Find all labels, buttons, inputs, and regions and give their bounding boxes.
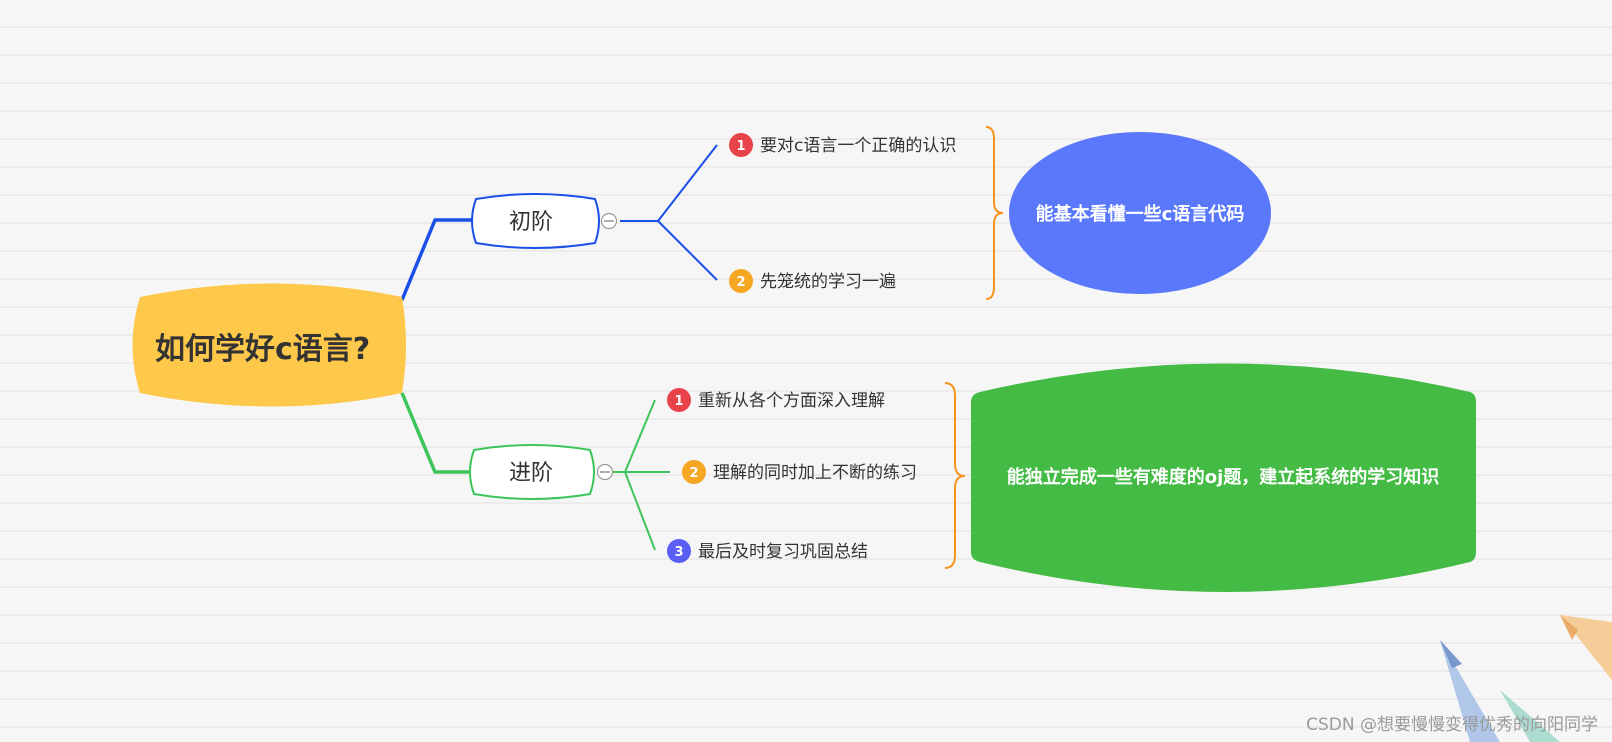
item-text: 重新从各个方面深入理解: [698, 391, 885, 411]
number-badge-icon: [729, 269, 753, 293]
summary-node-advanced-shape: [971, 363, 1476, 592]
summary-node-advanced[interactable]: 能独立完成一些有难度的oj题，建立起系统的学习知识: [971, 363, 1476, 593]
list-item[interactable]: 3 最后及时复习巩固总结: [667, 539, 868, 563]
list-item[interactable]: 2 理解的同时加上不断的练习: [682, 460, 917, 484]
summary-node-beginner-shape: [1009, 132, 1271, 294]
branch-label-advanced: 进阶: [509, 461, 553, 486]
number-badge-icon: [729, 133, 753, 157]
list-item[interactable]: 1 要对c语言一个正确的认识: [729, 133, 956, 157]
number-badge-icon: [667, 388, 691, 412]
item-text: 先笼统的学习一遍: [760, 272, 896, 292]
collapse-toggle-beginner[interactable]: [600, 212, 618, 230]
connector-branch2-items: [612, 399, 670, 551]
badge-number: 3: [674, 545, 683, 560]
summary-node-beginner[interactable]: 能基本看懂一些c语言代码: [1009, 132, 1271, 294]
connector-branch1-items: [620, 144, 718, 281]
badge-number: 2: [736, 275, 745, 290]
connector-root-branch2: [400, 392, 472, 474]
root-node[interactable]: 如何学好c语言?: [132, 283, 407, 407]
summary-bracket-advanced: [944, 382, 966, 569]
summary-bracket-beginner: [985, 126, 1004, 300]
connector-root-branch1: [400, 218, 472, 301]
collapse-toggle-advanced[interactable]: [596, 463, 614, 481]
badge-number: 1: [736, 139, 745, 154]
branch-node-advanced[interactable]: 进阶: [469, 444, 595, 500]
summary-label-advanced: 能独立完成一些有难度的oj题，建立起系统的学习知识: [1007, 466, 1440, 488]
pencil-decoration-icon: [1440, 615, 1612, 742]
watermark-text: CSDN @想要慢慢变得优秀的向阳同学: [1306, 714, 1598, 735]
badge-number: 1: [674, 394, 683, 409]
branch-node-advanced-shape: [469, 444, 595, 500]
number-badge-icon: [682, 460, 706, 484]
branch-node-beginner[interactable]: 初阶: [471, 193, 600, 249]
branch-label-beginner: 初阶: [509, 210, 553, 235]
list-item[interactable]: 1 重新从各个方面深入理解: [667, 388, 885, 412]
root-node-shape: [132, 283, 406, 407]
branch-node-beginner-shape: [471, 193, 600, 249]
number-badge-icon: [667, 539, 691, 563]
badge-number: 2: [689, 466, 698, 481]
item-text: 要对c语言一个正确的认识: [760, 136, 956, 156]
item-text: 最后及时复习巩固总结: [698, 542, 868, 562]
item-text: 理解的同时加上不断的练习: [713, 463, 917, 483]
summary-label-beginner: 能基本看懂一些c语言代码: [1036, 203, 1245, 225]
list-item[interactable]: 2 先笼统的学习一遍: [729, 269, 896, 293]
root-label: 如何学好c语言?: [155, 332, 370, 367]
